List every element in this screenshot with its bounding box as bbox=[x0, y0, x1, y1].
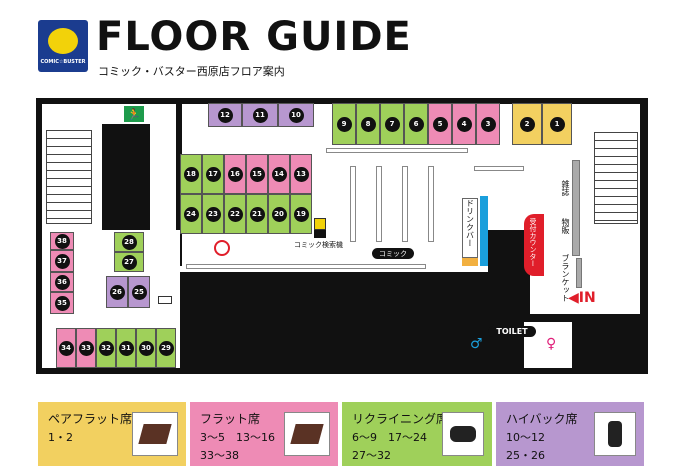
seat-37[interactable]: 37 bbox=[50, 250, 74, 272]
legend-range: 25・26 bbox=[506, 449, 545, 462]
seat-21[interactable]: 21 bbox=[246, 194, 268, 234]
seat-5[interactable]: 5 bbox=[428, 103, 452, 145]
seat-18[interactable]: 18 bbox=[180, 154, 202, 194]
seat-34[interactable]: 34 bbox=[56, 328, 76, 368]
legend-title: ペアフラット席 bbox=[48, 412, 133, 426]
seat-33[interactable]: 33 bbox=[76, 328, 96, 368]
seat-32[interactable]: 32 bbox=[96, 328, 116, 368]
comic-search-label: コミック検索機 bbox=[294, 241, 343, 249]
highback-chair-icon bbox=[594, 412, 636, 456]
goods-label: 物販 bbox=[561, 218, 570, 234]
reception-label: 受付カウンター bbox=[529, 218, 537, 267]
comic-search-terminal[interactable] bbox=[314, 218, 326, 230]
womens-toilet-icon: ♀ bbox=[546, 336, 557, 352]
legend-title: リクライニング席 bbox=[352, 412, 449, 426]
seat-22[interactable]: 22 bbox=[224, 194, 246, 234]
emergency-exit-icon: 🏃 bbox=[124, 106, 144, 122]
seat-27[interactable]: 27 bbox=[114, 252, 144, 272]
seat-10[interactable]: 10 bbox=[278, 103, 314, 127]
page-subtitle: コミック・バスター西原店フロア案内 bbox=[98, 65, 285, 78]
toilet-divider bbox=[506, 338, 510, 368]
seat-11[interactable]: 11 bbox=[242, 103, 278, 127]
seat-35[interactable]: 35 bbox=[50, 292, 74, 314]
drink-bar[interactable]: ドリンクバー bbox=[462, 198, 478, 258]
comic-shelf-bottom bbox=[186, 264, 426, 269]
legend-reclining: リクライニング席 6〜9 17〜24 27〜32 bbox=[342, 402, 492, 466]
seat-1[interactable]: 1 bbox=[542, 103, 572, 145]
counter-back-block bbox=[488, 230, 524, 320]
legend-range: 27〜32 bbox=[352, 449, 391, 462]
seat-8[interactable]: 8 bbox=[356, 103, 380, 145]
left-stairs bbox=[46, 130, 92, 224]
mascot-icon bbox=[48, 28, 78, 54]
comic-shelf bbox=[402, 166, 408, 242]
legend-flat: フラット席 3〜5 13〜16 33〜38 bbox=[190, 402, 338, 466]
mens-toilet-icon: ♂ bbox=[470, 336, 483, 352]
legend-range: 1・2 bbox=[48, 431, 73, 444]
legend-pair-flat: ペアフラット席 1・2 bbox=[38, 402, 186, 466]
magazine-rack bbox=[572, 160, 580, 256]
toilet-sign: TOILET bbox=[488, 326, 536, 337]
seat-25[interactable]: 25 bbox=[128, 276, 150, 308]
pair-mat-icon bbox=[132, 412, 178, 456]
corridor bbox=[180, 266, 520, 272]
magazine-label: 雑誌 bbox=[561, 180, 570, 196]
blanket-shelf bbox=[576, 258, 582, 288]
entrance-marker: ◀IN bbox=[568, 290, 596, 306]
central-block bbox=[180, 272, 524, 370]
comic-shelf bbox=[376, 166, 382, 242]
legend-range: 33〜38 bbox=[200, 449, 239, 462]
seat-29[interactable]: 29 bbox=[156, 328, 176, 368]
recliner-chair-icon bbox=[442, 412, 484, 456]
seat-4[interactable]: 4 bbox=[452, 103, 476, 145]
seat-6[interactable]: 6 bbox=[404, 103, 428, 145]
seat-14[interactable]: 14 bbox=[268, 154, 290, 194]
legend-highback: ハイバック席 10〜12 25・26 bbox=[496, 402, 644, 466]
no-smoking-icon bbox=[214, 240, 230, 256]
legend-title: ハイバック席 bbox=[506, 412, 578, 426]
legend-title: フラット席 bbox=[200, 412, 261, 426]
legend-range: 6〜9 17〜24 bbox=[352, 431, 427, 444]
seat-13[interactable]: 13 bbox=[290, 154, 312, 194]
terminal-stand bbox=[314, 230, 326, 238]
right-stairs bbox=[594, 132, 638, 224]
blanket-label: ブランケット bbox=[561, 254, 570, 302]
reception-counter[interactable] bbox=[524, 214, 544, 276]
comic-shelf-top-right bbox=[474, 166, 524, 171]
seat-15[interactable]: 15 bbox=[246, 154, 268, 194]
comic-shelf bbox=[350, 166, 356, 242]
seat-20[interactable]: 20 bbox=[268, 194, 290, 234]
drink-machine-icon bbox=[462, 258, 478, 266]
smoking-area-icon bbox=[158, 296, 172, 304]
legend-range: 3〜5 13〜16 bbox=[200, 431, 275, 444]
seat-31[interactable]: 31 bbox=[116, 328, 136, 368]
seat-38[interactable]: 38 bbox=[50, 232, 74, 250]
seat-28[interactable]: 28 bbox=[114, 232, 144, 252]
seat-26[interactable]: 26 bbox=[106, 276, 128, 308]
comic-shelf-top bbox=[326, 148, 468, 153]
comic-sign: コミック bbox=[372, 248, 414, 259]
seat-17[interactable]: 17 bbox=[202, 154, 224, 194]
seat-24[interactable]: 24 bbox=[180, 194, 202, 234]
drink-bar-counter bbox=[480, 196, 488, 266]
seat-16[interactable]: 16 bbox=[224, 154, 246, 194]
seat-2[interactable]: 2 bbox=[512, 103, 542, 145]
seat-3[interactable]: 3 bbox=[476, 103, 500, 145]
seat-36[interactable]: 36 bbox=[50, 272, 74, 292]
seat-9[interactable]: 9 bbox=[332, 103, 356, 145]
comic-buster-logo: COMIC☆BUSTER bbox=[38, 20, 88, 72]
legend-range: 10〜12 bbox=[506, 431, 545, 444]
comic-shelf bbox=[428, 166, 434, 242]
left-pillar bbox=[102, 124, 150, 230]
page-title: FLOOR GUIDE bbox=[96, 14, 412, 60]
seat-19[interactable]: 19 bbox=[290, 194, 312, 234]
seat-23[interactable]: 23 bbox=[202, 194, 224, 234]
logo-brand-text: COMIC☆BUSTER bbox=[40, 59, 86, 65]
seat-7[interactable]: 7 bbox=[380, 103, 404, 145]
flat-mat-icon bbox=[284, 412, 330, 456]
seat-12[interactable]: 12 bbox=[208, 103, 242, 127]
seat-30[interactable]: 30 bbox=[136, 328, 156, 368]
